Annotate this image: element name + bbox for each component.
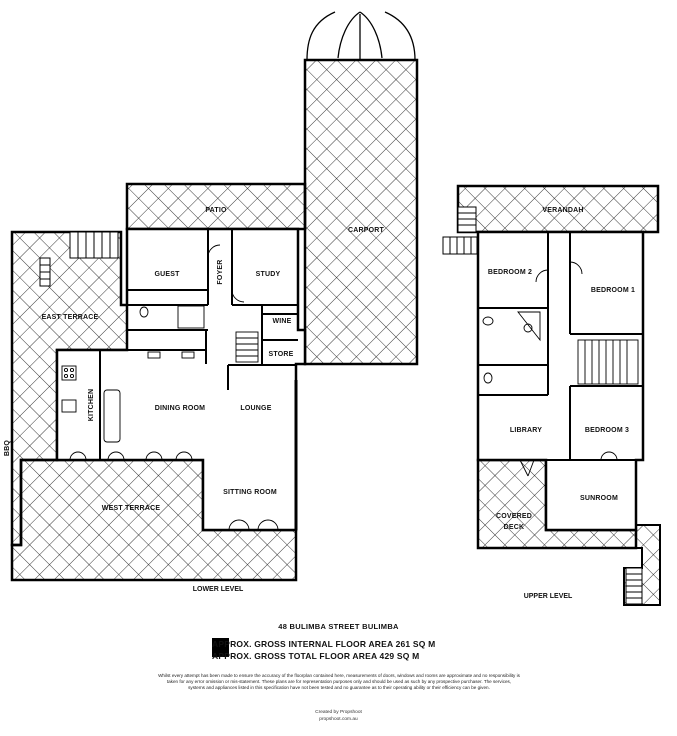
carport-label: CARPORT xyxy=(348,227,385,234)
credit-url: propshoot.com.au xyxy=(319,717,358,722)
lower-window-doors xyxy=(69,451,193,461)
east-terrace-label: EAST TERRACE xyxy=(42,314,99,321)
internal-area-text: APPROX. GROSS INTERNAL FLOOR AREA 261 SQ… xyxy=(212,639,436,649)
total-area-text: APPROX. GROSS TOTAL FLOOR AREA 429 SQ M xyxy=(212,651,420,661)
library-label: LIBRARY xyxy=(510,427,542,434)
sunroom-label: SUNROOM xyxy=(580,495,618,502)
study-label: STUDY xyxy=(256,271,281,278)
lounge-label: LOUNGE xyxy=(240,405,271,412)
deck-label: DECK xyxy=(504,524,525,531)
verandah-label: VERANDAH xyxy=(542,207,583,214)
bbq-label: BBQ xyxy=(4,440,11,457)
upper-interior-walls xyxy=(476,230,645,532)
west-terrace-label: WEST TERRACE xyxy=(102,505,161,512)
upper-fixtures xyxy=(482,261,639,477)
dining-room-label: DINING ROOM xyxy=(155,405,205,412)
credit-line: Created by Propshoot xyxy=(315,710,362,715)
bedroom-3-label: BEDROOM 3 xyxy=(585,427,629,434)
kitchen-label: KITCHEN xyxy=(88,389,95,422)
lower-level-label: LOWER LEVEL xyxy=(193,586,244,593)
store-label: STORE xyxy=(269,351,294,358)
lower-partitions xyxy=(99,229,298,460)
upper-left-stairs xyxy=(442,206,478,255)
bedroom-1-label: BEDROOM 1 xyxy=(591,287,635,294)
carport-area xyxy=(303,58,419,366)
wine-label: WINE xyxy=(272,318,291,325)
covered-label: COVERED xyxy=(496,513,532,520)
upper-level-label: UPPER LEVEL xyxy=(524,593,573,600)
disclaimer-text: Whilst every attempt has been made to en… xyxy=(158,673,520,691)
carport-gate xyxy=(306,11,416,61)
floor-plan-drawing: PATIO CARPORT GUEST FOYER STUDY WINE STO… xyxy=(4,11,661,606)
sitting-room-label: SITTING ROOM xyxy=(223,489,277,496)
legend-swatch xyxy=(212,638,229,657)
upper-right-stairs xyxy=(623,524,661,606)
property-address: 48 BULIMBA STREET BULIMBA xyxy=(278,622,399,631)
patio-label: PATIO xyxy=(205,207,227,214)
bedroom-2-label: BEDROOM 2 xyxy=(488,269,532,276)
lower-fixtures xyxy=(61,244,298,531)
guest-label: GUEST xyxy=(154,271,180,278)
upper-partitions xyxy=(478,232,643,461)
east-stairs xyxy=(39,231,119,287)
foyer-label: FOYER xyxy=(217,259,224,284)
